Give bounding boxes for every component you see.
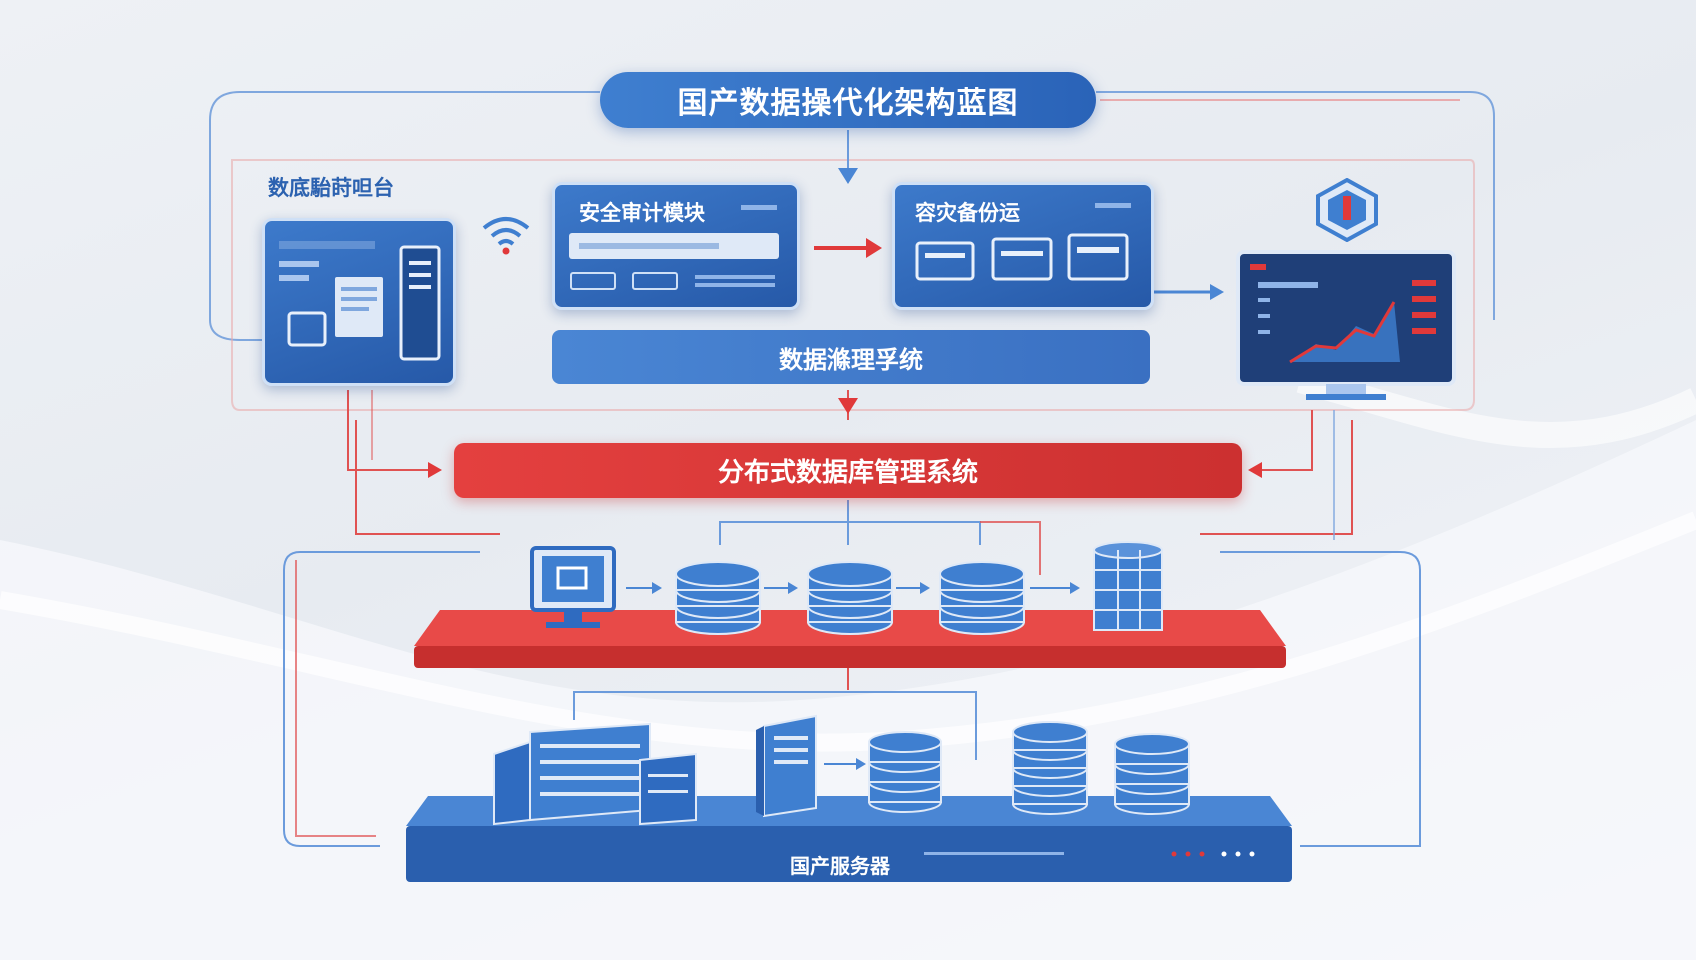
data-sync-system-bar: 数据滌理孚统: [552, 330, 1150, 384]
wifi-icon: [482, 217, 530, 255]
server-tower-icon: [756, 714, 817, 818]
monitoring-monitor: [1236, 250, 1456, 406]
database-icon: [1012, 721, 1088, 815]
database-icon: [868, 731, 942, 813]
disaster-recovery-title: 容灾备份运: [915, 201, 1020, 225]
diagram-title: 国产数据操代化架构蓝图: [600, 72, 1096, 128]
database-icon: [1114, 733, 1190, 815]
platform-label: 数底駘莳呾台: [268, 176, 394, 200]
security-audit-title: 安全审计模块: [579, 201, 705, 225]
terminal-icon: [279, 241, 441, 361]
database-icon: [675, 561, 761, 635]
shield-icon: [1316, 178, 1378, 242]
server-rack-icon: [493, 722, 697, 826]
database-icon: [807, 561, 893, 635]
backup-icon: [915, 203, 1131, 281]
domestic-servers-label: 国产服务器: [790, 854, 890, 878]
storage-cylinder-icon: [1093, 541, 1163, 631]
monitor-icon: [530, 546, 616, 628]
database-icon: [939, 561, 1025, 635]
distributed-db-bar: 分布式数据库管理系统: [454, 443, 1242, 498]
security-audit-panel: 安全审计模块: [552, 182, 800, 310]
form-icon: [569, 205, 779, 290]
data-platform-panel: [262, 218, 456, 386]
chart-icon: [1236, 250, 1456, 400]
disaster-recovery-panel: 容灾备份运: [892, 182, 1154, 310]
